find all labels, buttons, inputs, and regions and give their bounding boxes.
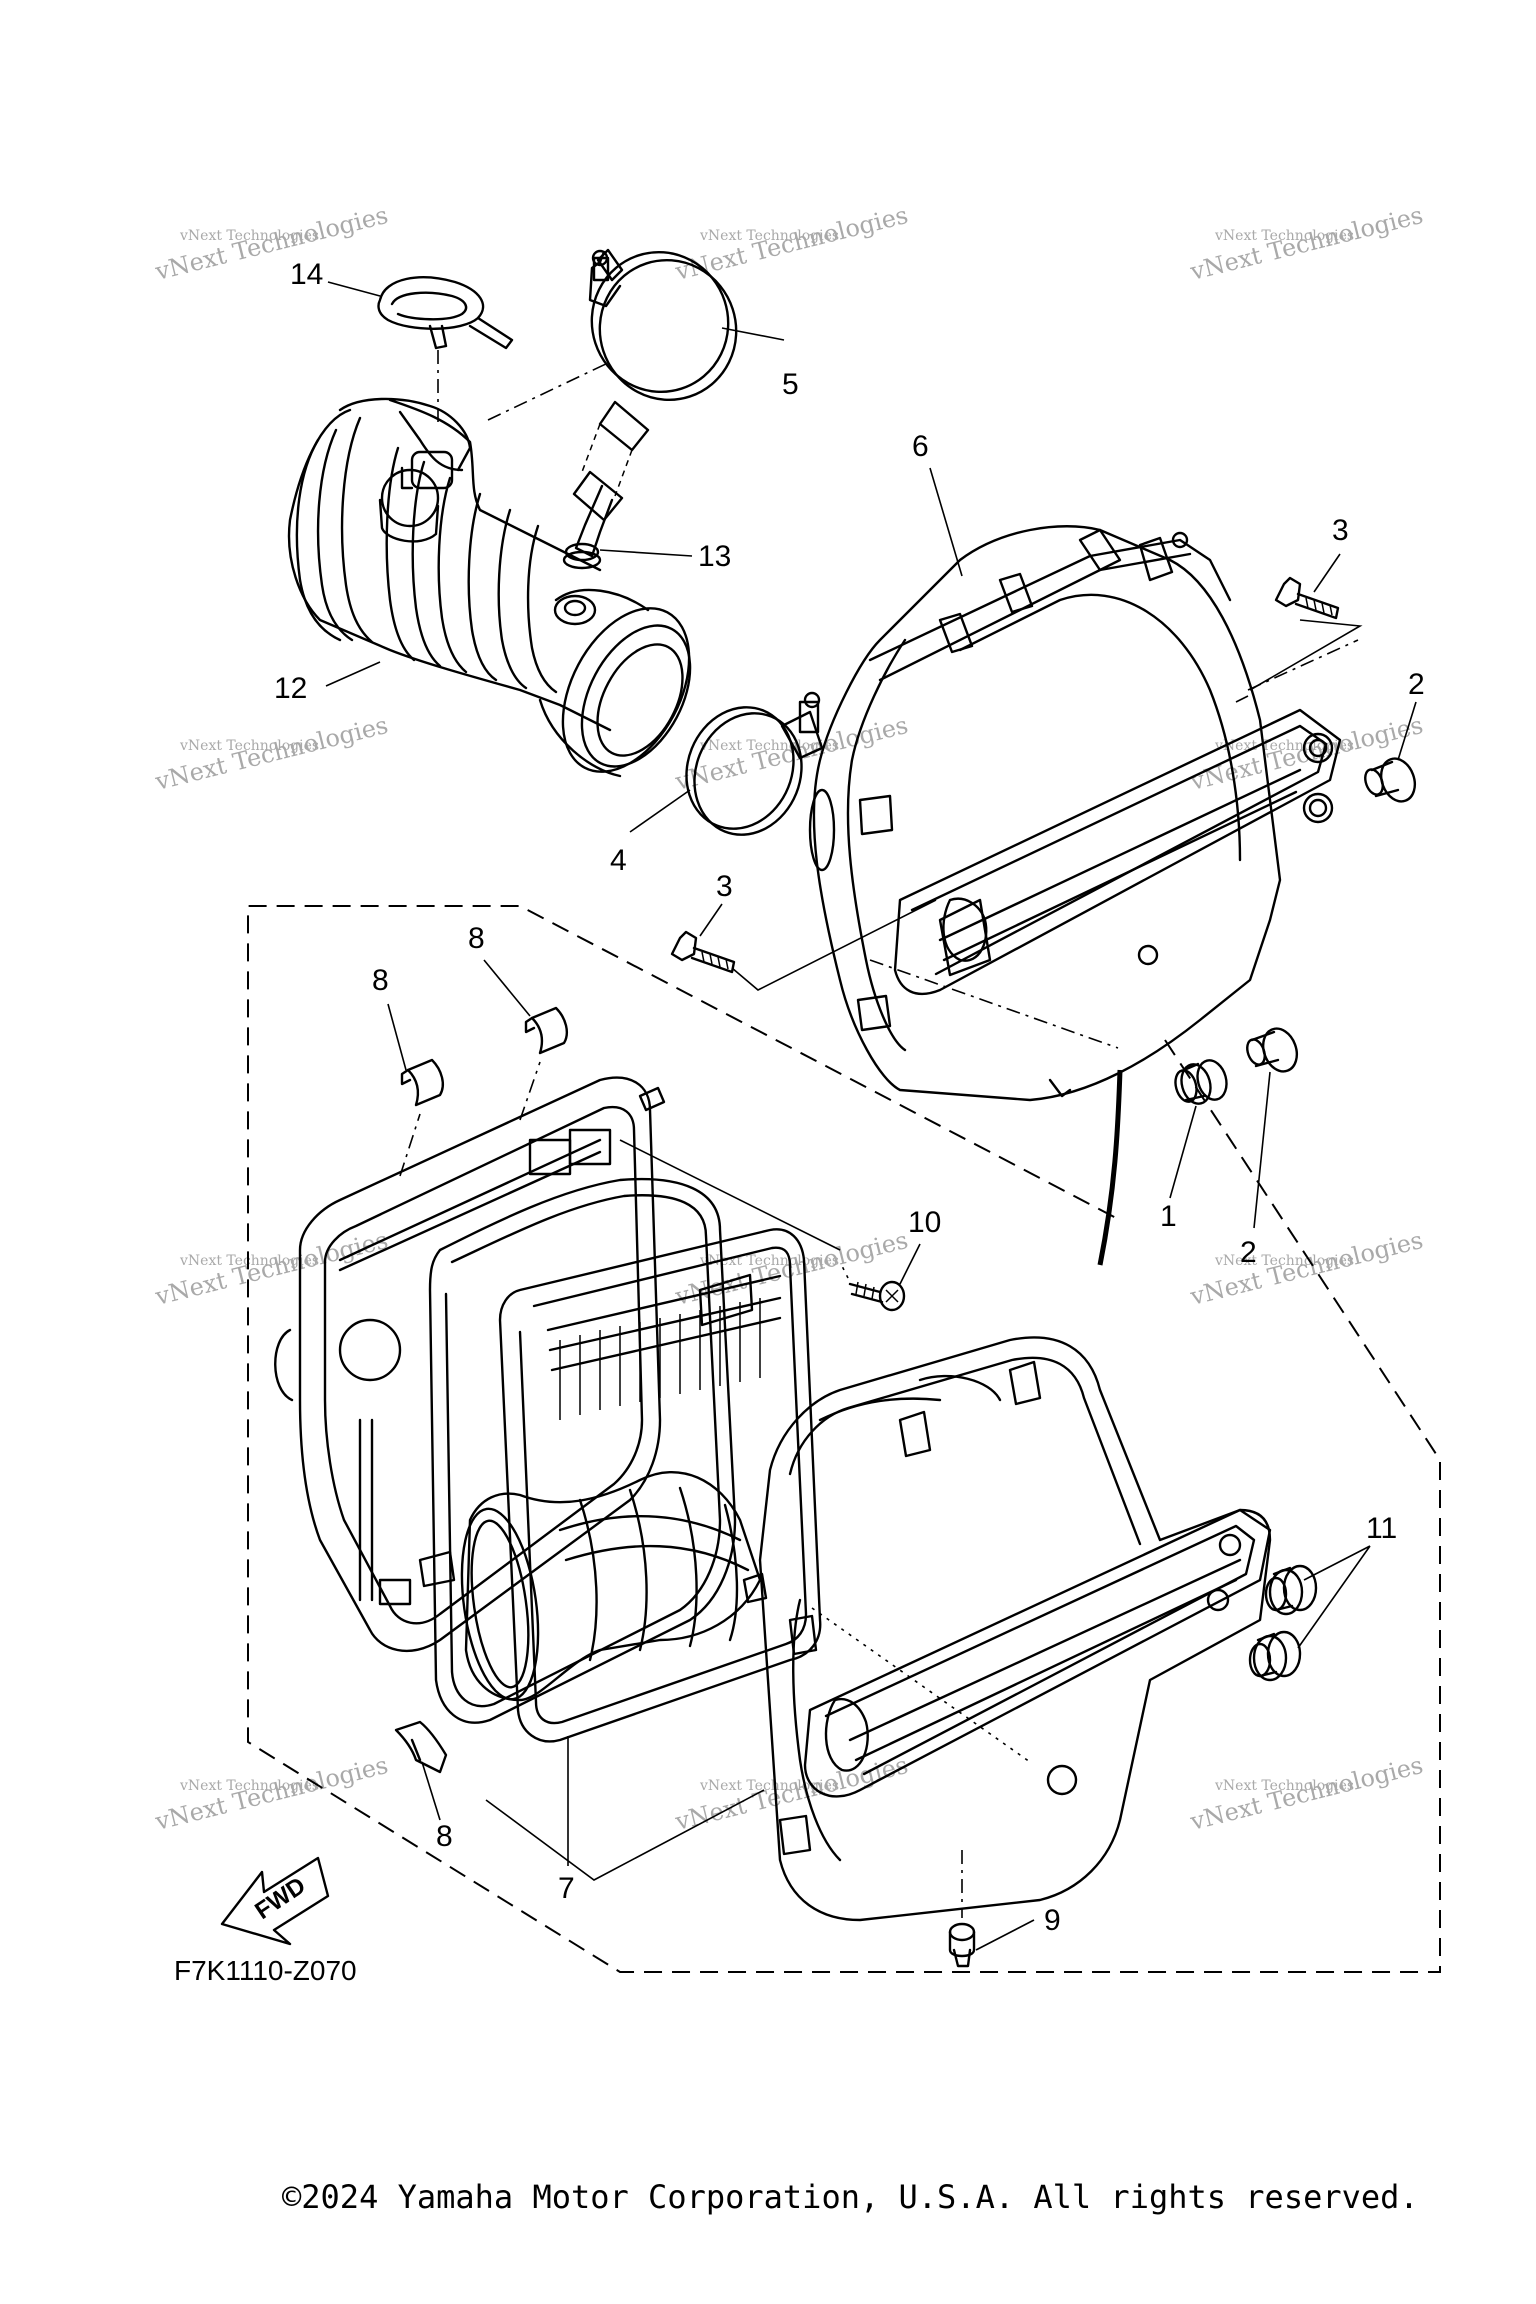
part-2-collar-upper bbox=[1364, 757, 1417, 803]
watermark-line-small: vNext Technologies bbox=[179, 1253, 319, 1269]
part-1-grommet bbox=[1174, 1059, 1228, 1105]
center-lines bbox=[399, 350, 1359, 1918]
copyright-notice: ©2024 Yamaha Motor Corporation, U.S.A. A… bbox=[282, 2178, 1419, 2216]
leader-lines bbox=[325, 281, 1417, 1951]
part-9-drain-plug bbox=[948, 1922, 976, 1968]
watermark-line-small: vNext Technologies bbox=[179, 228, 319, 244]
watermark: vNext Technologies vNext Technologies bbox=[1187, 1226, 1426, 1311]
part-4-hose-clamp bbox=[685, 691, 824, 836]
case-body-assembly bbox=[274, 1076, 1272, 1922]
part-14-cable-tie bbox=[377, 276, 514, 350]
breather-hose bbox=[1097, 1069, 1123, 1266]
callouts: 14 5 13 12 6 3 2 4 3 8 8 1 2 10 11 8 7 9 bbox=[274, 258, 1425, 1937]
watermark-line-small: vNext Technologies bbox=[179, 738, 319, 754]
part-8-clip-b bbox=[524, 1006, 568, 1055]
callout-13: 13 bbox=[698, 540, 731, 573]
watermark: vNext Technologies vNext Technologies bbox=[152, 201, 391, 286]
watermark: vNext Technologies vNext Technologies bbox=[1187, 1751, 1426, 1836]
callout-2-lower: 2 bbox=[1240, 1236, 1257, 1269]
callout-8-b: 8 bbox=[468, 922, 485, 955]
callout-11: 11 bbox=[1366, 1512, 1397, 1545]
callout-14: 14 bbox=[290, 258, 323, 291]
part-3-bolt-upper bbox=[1274, 576, 1340, 620]
callout-5: 5 bbox=[782, 368, 799, 401]
fwd-label: FWD bbox=[250, 1872, 310, 1925]
callout-9: 9 bbox=[1044, 1904, 1061, 1937]
watermark-line-small: vNext Technologies bbox=[699, 228, 839, 244]
part-8-clip-a bbox=[400, 1058, 444, 1107]
watermarks: vNext Technologies vNext Technologies vN… bbox=[152, 201, 1426, 1836]
part-6-case-cap bbox=[808, 525, 1342, 1102]
watermark-line-small: vNext Technologies bbox=[699, 738, 839, 754]
fwd-arrow: FWD bbox=[220, 1856, 330, 1946]
part-11-grommet-upper bbox=[1264, 1564, 1318, 1616]
watermark-line-small: vNext Technologies bbox=[179, 1778, 319, 1794]
assembly-boundary bbox=[247, 905, 1441, 1973]
watermark: vNext Technologies vNext Technologies bbox=[152, 1226, 391, 1311]
callout-4: 4 bbox=[610, 844, 627, 877]
watermark: vNext Technologies vNext Technologies bbox=[672, 1751, 911, 1836]
part-2-collar-lower bbox=[1246, 1027, 1299, 1073]
drawing-code: F7K1110-Z070 bbox=[174, 1955, 357, 1986]
part-10-screw bbox=[848, 1280, 906, 1312]
part-11-grommet-lower bbox=[1248, 1630, 1302, 1682]
callout-1: 1 bbox=[1160, 1200, 1177, 1233]
callout-2-upper: 2 bbox=[1408, 668, 1425, 701]
part-3-bolt-lower bbox=[670, 930, 736, 974]
callout-6: 6 bbox=[912, 430, 929, 463]
callout-7: 7 bbox=[558, 1872, 575, 1905]
callout-3-lower: 3 bbox=[716, 870, 733, 903]
watermark: vNext Technologies vNext Technologies bbox=[1187, 201, 1426, 286]
watermark-line-small: vNext Technologies bbox=[1214, 228, 1354, 244]
part-8-clip-c bbox=[394, 1720, 448, 1774]
watermark: vNext Technologies vNext Technologies bbox=[152, 1751, 391, 1836]
part-5-hose-clamp bbox=[588, 248, 738, 402]
callout-8-c: 8 bbox=[436, 1820, 453, 1853]
watermark-line-small: vNext Technologies bbox=[1214, 1778, 1354, 1794]
callout-12: 12 bbox=[274, 672, 307, 705]
watermark: vNext Technologies vNext Technologies bbox=[152, 711, 391, 796]
part-12-intake-joint bbox=[287, 397, 692, 778]
callout-8-a: 8 bbox=[372, 964, 389, 997]
callout-10: 10 bbox=[908, 1206, 941, 1239]
callout-3-upper: 3 bbox=[1332, 514, 1349, 547]
watermark-line-small: vNext Technologies bbox=[1214, 1253, 1354, 1269]
part-13-breather-fitting bbox=[562, 400, 650, 570]
